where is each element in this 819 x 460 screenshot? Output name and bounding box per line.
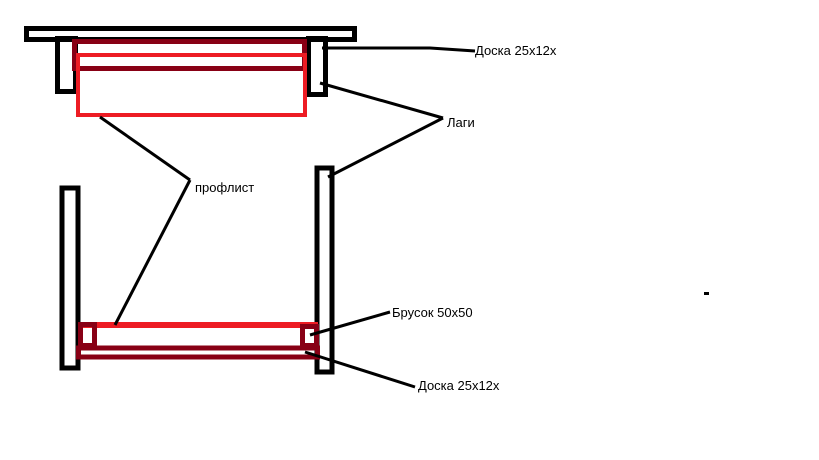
label-bottom-board: Доска 25х12х [418, 378, 500, 393]
bottom-left-post [59, 185, 81, 371]
top-right-joist [306, 36, 328, 97]
label-top-board: Доска 25х12х [475, 43, 557, 58]
label-joists: Лаги [447, 115, 475, 130]
label-beam: Брусок 50х50 [392, 305, 473, 320]
leader-beam [309, 310, 391, 337]
leader-profiled-top [99, 115, 191, 182]
leader-joist-top [319, 81, 444, 120]
leader-joist-bottom [327, 116, 444, 179]
bottom-dark-board [76, 345, 320, 360]
bottom-right-beam [300, 324, 319, 348]
stray-mark [704, 292, 709, 295]
label-profiled-sheet: профлист [195, 180, 254, 195]
leader-top-board [322, 46, 476, 53]
leader-bottom-board [304, 350, 416, 389]
top-profiled-sheet [76, 53, 307, 117]
bottom-right-post [314, 165, 335, 375]
leader-profiled-bottom [113, 179, 192, 326]
